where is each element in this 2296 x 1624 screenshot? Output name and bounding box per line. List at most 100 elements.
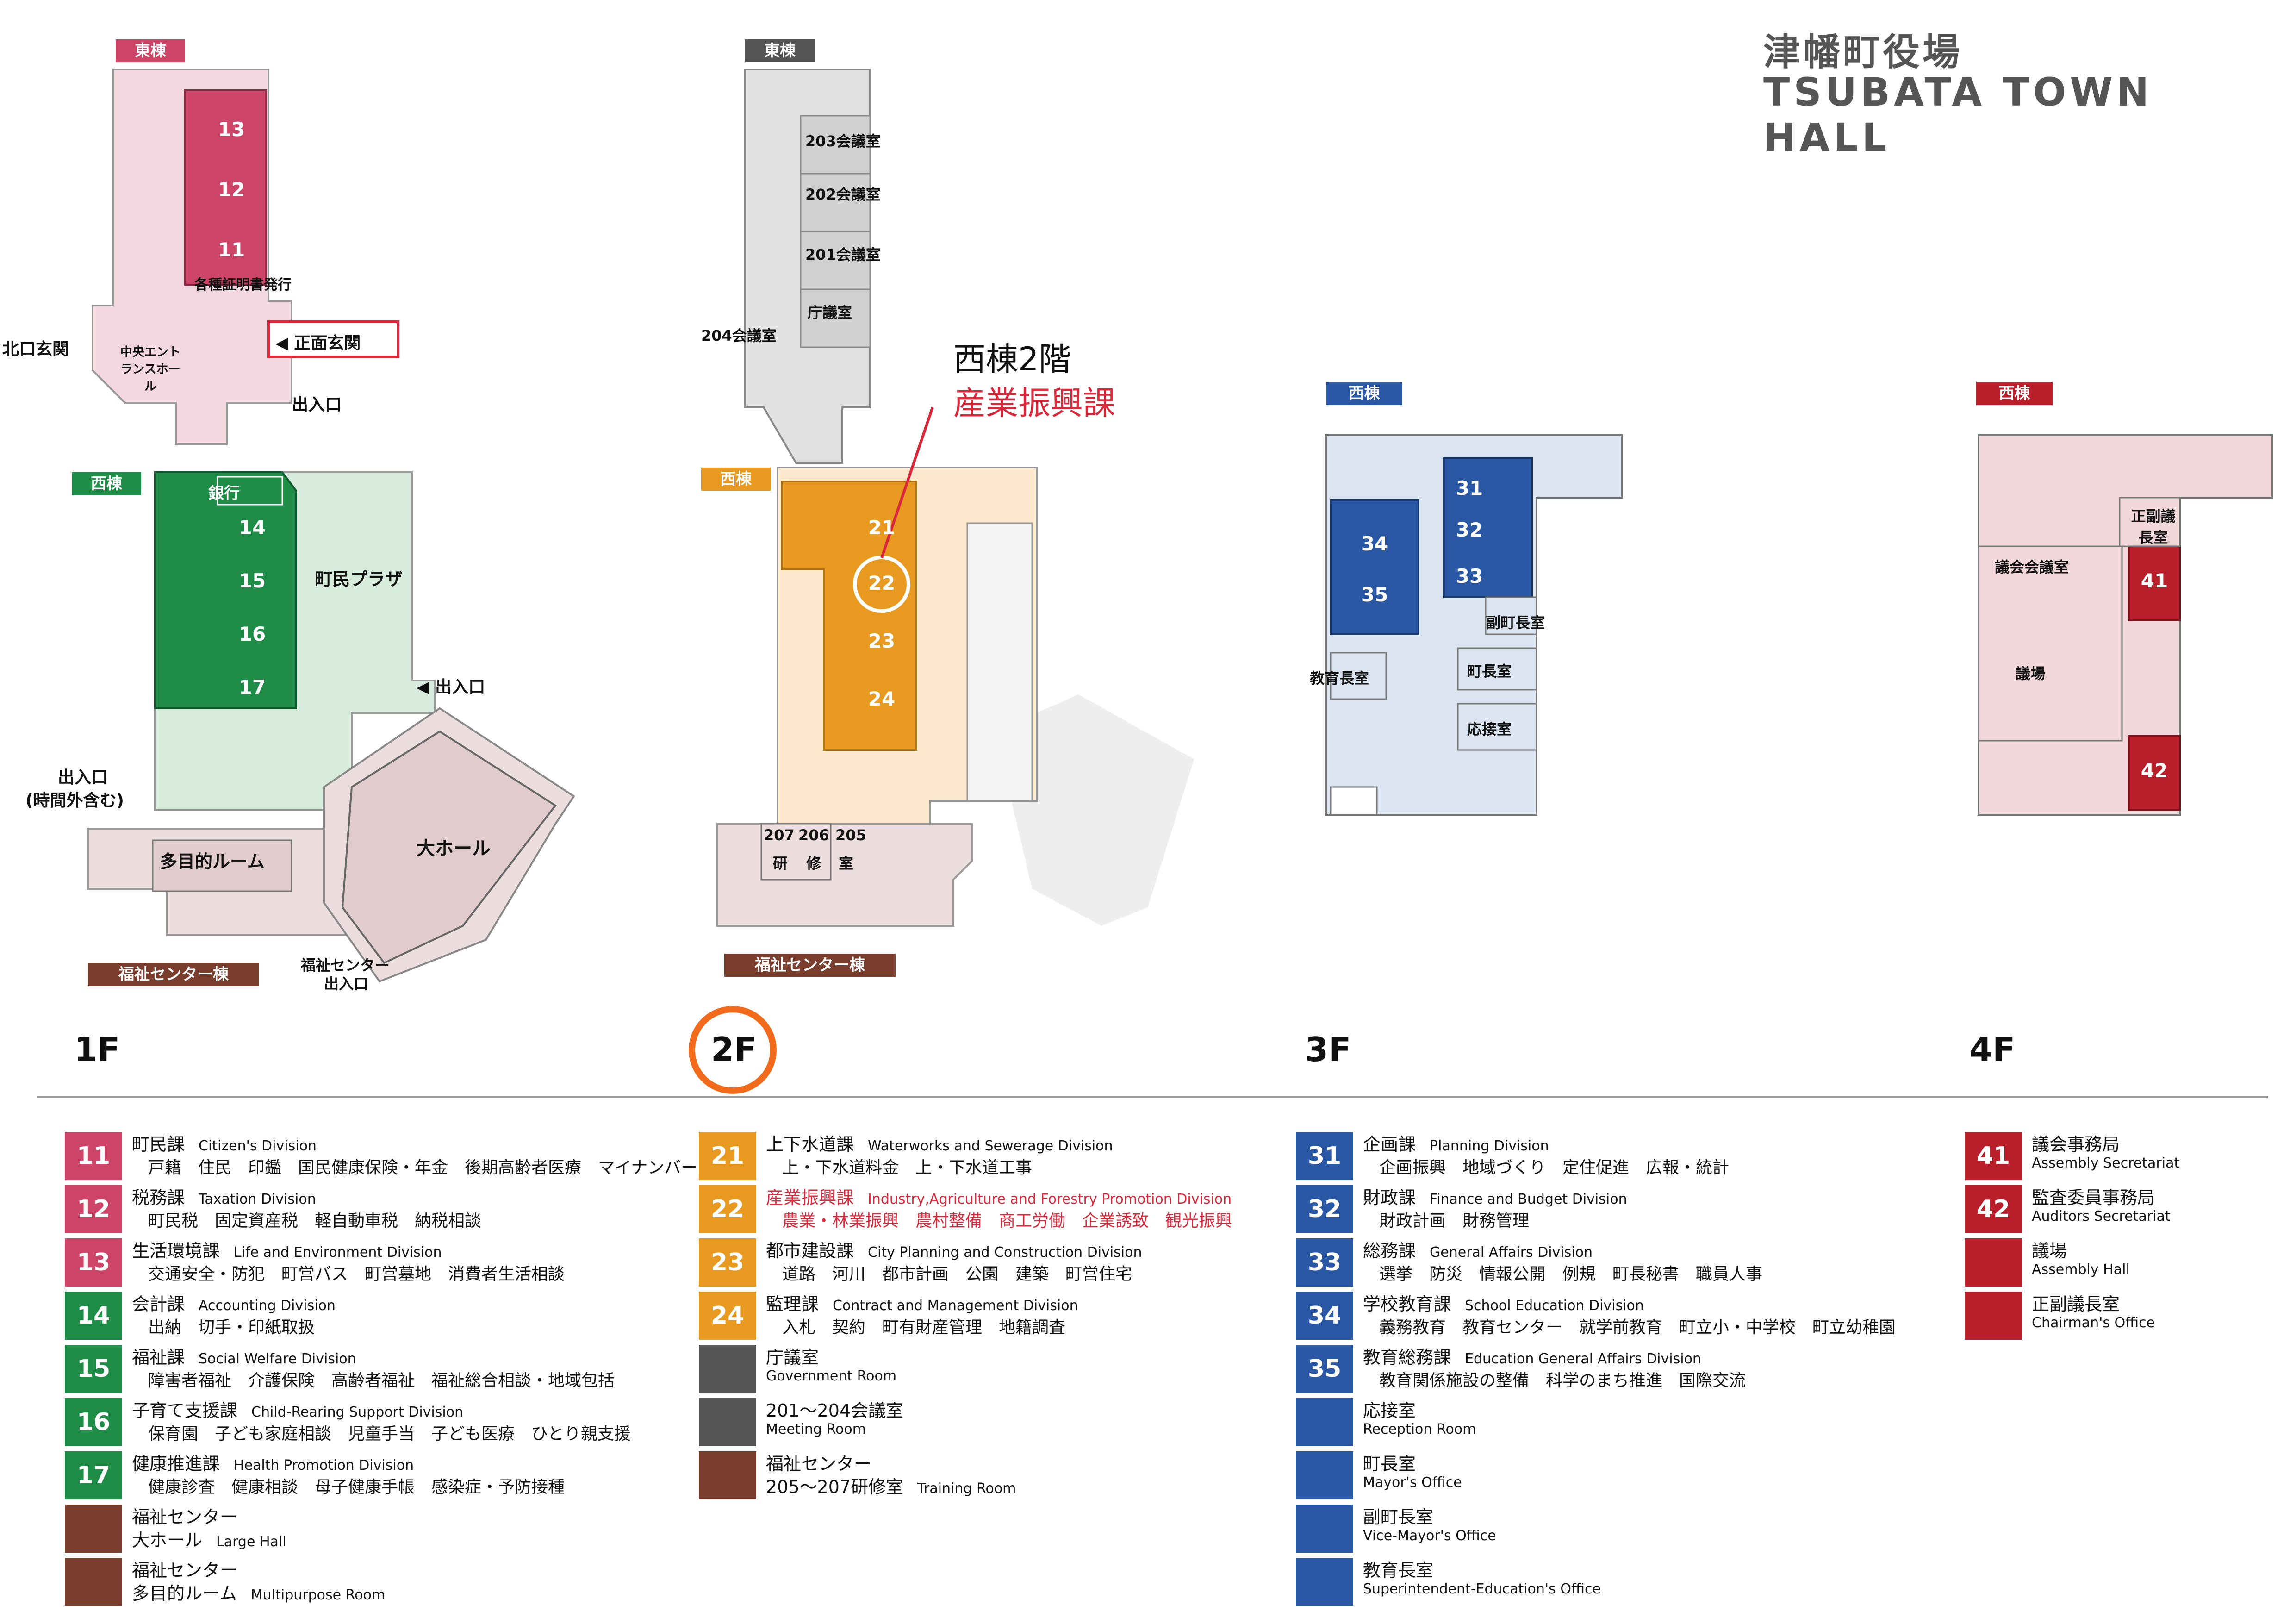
north-entrance-label: 北口玄関 bbox=[2, 340, 69, 359]
legend-name-en: City Planning and Construction Division bbox=[868, 1244, 1142, 1261]
legend-sub: 障害者福祉 介護保険 高齢者福祉 福祉総合相談・地域包括 bbox=[148, 1371, 615, 1390]
room-17: 17 bbox=[238, 676, 266, 699]
reception-room-label: 応接室 bbox=[1467, 720, 1512, 738]
legend-swatch: 33 bbox=[1296, 1238, 1353, 1287]
legend-name-jp: 産業振興課 bbox=[766, 1187, 854, 1208]
floor-label-4f: 4F bbox=[1969, 1030, 2016, 1069]
legend-name-en: Accounting Division bbox=[199, 1298, 336, 1314]
legend-line2-text: 205～207研修室 bbox=[766, 1477, 904, 1497]
legend-sub: 出納 切手・印紙取扱 bbox=[148, 1318, 315, 1337]
multipurpose-room-label: 多目的ルーム bbox=[160, 851, 265, 872]
f1-west-wing-tag: 西棟 bbox=[72, 472, 141, 495]
legend-name-en: Citizen's Division bbox=[199, 1138, 317, 1154]
legend-name: 教育総務課 Education General Affairs Division bbox=[1363, 1343, 1701, 1368]
room-41-block bbox=[2128, 545, 2181, 621]
legend-sub: 企画振興 地域づくり 定住促進 広報・統計 bbox=[1379, 1158, 1730, 1177]
room-41: 41 bbox=[2140, 569, 2168, 592]
legend-sub: 財政計画 財務管理 bbox=[1379, 1212, 1530, 1230]
f4-west-wing-tag: 西棟 bbox=[1976, 382, 2053, 405]
entrance-label-right: ◀ 出入口 bbox=[417, 678, 485, 697]
legend-name-jp: 健康推進課 bbox=[132, 1454, 220, 1474]
main-entrance-box bbox=[267, 320, 399, 358]
legend-name-jp: 税務課 bbox=[132, 1187, 185, 1208]
assembly-hall-label: 議場 bbox=[2016, 665, 2046, 682]
legend-sub: 選挙 防災 情報公開 例規 町長秘書 職員人事 bbox=[1379, 1265, 1763, 1284]
legend-name-jp: 監理課 bbox=[766, 1294, 819, 1314]
room-32: 32 bbox=[1456, 518, 1483, 541]
legend-sub: 交通安全・防犯 町営バス 町営墓地 消費者生活相談 bbox=[148, 1265, 565, 1284]
legend-sub: 農業・林業振興 農村整備 商工労働 企業誘致 観光振興 bbox=[782, 1212, 1232, 1230]
legend-name-jp: 教育総務課 bbox=[1363, 1347, 1451, 1368]
room-42: 42 bbox=[2140, 759, 2168, 782]
room-31: 31 bbox=[1456, 477, 1483, 500]
room-22: 22 bbox=[868, 572, 896, 594]
legend-swatch: 14 bbox=[65, 1292, 122, 1340]
legend-swatch bbox=[65, 1558, 122, 1606]
legend-swatch: 24 bbox=[699, 1292, 756, 1340]
fc-entrance-label-1: 福祉センター bbox=[301, 956, 390, 974]
floor-1-plan bbox=[87, 69, 575, 983]
rooms-11-13-block bbox=[184, 89, 267, 286]
f2-west-wing-tag: 西棟 bbox=[701, 468, 771, 491]
legend-name-jp: 子育て支援課 bbox=[132, 1400, 238, 1421]
legend-swatch: 11 bbox=[65, 1132, 122, 1180]
legend-swatch: 32 bbox=[1296, 1185, 1353, 1233]
legend-name-en: Planning Division bbox=[1430, 1138, 1549, 1154]
legend-name: 副町長室 bbox=[1363, 1507, 1434, 1527]
legend-line2-en: Multipurpose Room bbox=[250, 1587, 386, 1603]
room-34: 34 bbox=[1361, 532, 1388, 555]
legend-sub: 保育園 子ども家庭相談 児童手当 子ども医療 ひとり親支援 bbox=[148, 1424, 631, 1443]
after-hours-entrance-2: (時間外含む) bbox=[25, 791, 124, 810]
chogi-room-label: 庁議室 bbox=[808, 304, 852, 321]
legend-swatch bbox=[65, 1505, 122, 1553]
training-room-205: 205 bbox=[835, 826, 866, 844]
legend-name: 福祉センター bbox=[132, 1560, 238, 1580]
legend-name-jp: 都市建設課 bbox=[766, 1241, 854, 1261]
legend-line2-en: Large Hall bbox=[216, 1534, 286, 1550]
legend-swatch: 34 bbox=[1296, 1292, 1353, 1340]
legend-name-en: Chairman's Office bbox=[2032, 1315, 2155, 1331]
room-202-label: 202会議室 bbox=[805, 186, 881, 203]
legend-name-en: School Education Division bbox=[1465, 1298, 1644, 1314]
legend-name-en: Assembly Hall bbox=[2032, 1262, 2130, 1278]
legend-sub: 入札 契約 町有財産管理 地籍調査 bbox=[782, 1318, 1066, 1337]
training-room-207: 207 bbox=[764, 826, 795, 844]
room-201-label: 201会議室 bbox=[805, 246, 881, 263]
legend-name-en: Industry,Agriculture and Forestry Promot… bbox=[868, 1191, 1232, 1207]
f2-east-wing-tag: 東棟 bbox=[745, 39, 815, 62]
legend-name-en: Finance and Budget Division bbox=[1430, 1191, 1627, 1207]
legend-name-jp: 総務課 bbox=[1363, 1241, 1416, 1261]
floor-label-3f: 3F bbox=[1305, 1030, 1351, 1069]
legend-swatch bbox=[1965, 1238, 2022, 1287]
legend-name-en: Meeting Room bbox=[766, 1421, 866, 1437]
floor-2-plan bbox=[689, 69, 1194, 1094]
after-hours-entrance-1: 出入口 bbox=[58, 768, 108, 787]
room-13: 13 bbox=[218, 118, 245, 141]
legend-swatch: 17 bbox=[65, 1451, 122, 1499]
certificate-label: 各種証明書発行 bbox=[194, 277, 292, 293]
room-16: 16 bbox=[238, 623, 266, 645]
training-char-2: 修 bbox=[806, 855, 821, 872]
legend-name-en: Education General Affairs Division bbox=[1465, 1351, 1701, 1367]
room-33: 33 bbox=[1456, 565, 1483, 587]
legend-name-jp: 企画課 bbox=[1363, 1134, 1416, 1155]
legend-name: 企画課 Planning Division bbox=[1363, 1130, 1549, 1156]
legend-line2-en: Training Room bbox=[917, 1480, 1016, 1497]
room-11: 11 bbox=[218, 238, 245, 261]
training-room-206: 206 bbox=[798, 826, 829, 844]
f1-fukushi-tag: 福祉センター棟 bbox=[88, 963, 259, 986]
big-hall-label: 大ホール bbox=[417, 838, 491, 859]
legend-name: 正副議長室 bbox=[2032, 1294, 2120, 1314]
legend-name: 201～204会議室 bbox=[766, 1400, 904, 1421]
big-hall-shape bbox=[341, 730, 557, 964]
legend-name-en: Superintendent-Education's Office bbox=[1363, 1581, 1601, 1597]
legend-swatch: 15 bbox=[65, 1345, 122, 1393]
training-char-3: 室 bbox=[839, 855, 854, 872]
rooms-31-33-block bbox=[1443, 457, 1533, 598]
main-entrance-label: ◀ 正面玄関 bbox=[275, 334, 361, 353]
